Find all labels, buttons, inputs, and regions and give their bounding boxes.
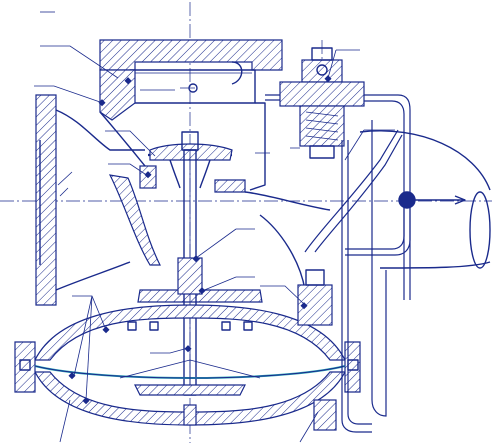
lower-fitting	[313, 399, 337, 431]
tube-diagonal-inner	[314, 134, 403, 253]
body-right-outlet-wall	[259, 214, 306, 291]
diaphragm-spokes	[119, 359, 261, 385]
leader-16	[59, 399, 71, 443]
leader-07	[201, 276, 255, 292]
outlet-probe	[359, 130, 491, 269]
inlet-upper-wall	[55, 109, 145, 151]
leader-17	[299, 411, 319, 443]
stem-bushing	[177, 257, 203, 295]
outlet-pipe-bottom-edge	[379, 261, 491, 269]
inlet-flange	[35, 94, 145, 306]
diaphragm-plate	[134, 384, 246, 396]
chamber-left-flange	[14, 341, 36, 393]
leader-12	[150, 347, 189, 354]
pilot-body	[279, 81, 365, 107]
inlet-lower-wall	[55, 261, 131, 291]
body-upper-right-wall	[249, 102, 266, 191]
probe-ball	[398, 191, 416, 209]
body-outlet-upper	[244, 191, 331, 211]
lower-bonnet-flange	[137, 289, 263, 303]
body-inner-upper	[99, 111, 151, 173]
leader-08	[260, 285, 306, 306]
inlet-flow-arrow	[57, 171, 73, 197]
flow-control-valve	[297, 269, 337, 431]
callout-leaders	[34, 11, 395, 443]
strainer-chamber	[129, 69, 256, 104]
callout-markers	[68, 75, 332, 405]
control-tubing	[265, 94, 411, 433]
disc-cap	[149, 143, 233, 161]
strainer-plug	[188, 83, 198, 93]
tube-vertical-right	[347, 140, 372, 425]
leader-02	[40, 45, 119, 79]
disc-guide-ribs	[169, 159, 211, 189]
inlet-flange-ring	[35, 94, 57, 306]
tube-diagonal	[304, 129, 399, 253]
chamber-right-flange	[344, 341, 361, 393]
outlet-pipe-top-edge	[359, 130, 491, 191]
body-left-partition	[108, 174, 161, 266]
pilot-gauge-port	[316, 64, 328, 76]
tube-pilot-outlet-inner	[345, 100, 405, 250]
tube-vertical-left	[341, 140, 372, 433]
valve-stem	[177, 149, 203, 396]
pilot-adjust-cap	[301, 59, 343, 83]
body-upper-left-wall	[99, 69, 136, 121]
pilot-adjust-screw	[311, 47, 333, 61]
leader-15	[344, 129, 365, 161]
pilot-spring	[305, 111, 339, 141]
tube-pilot-outlet	[345, 94, 411, 256]
leader-18	[255, 147, 300, 154]
outlet-pipe-section	[469, 191, 491, 269]
tube-return	[371, 120, 387, 417]
probe-arrow	[454, 195, 466, 205]
pilot-bottom-nut	[309, 145, 335, 159]
diaphragm-chamber	[14, 304, 361, 426]
seat-right-lip	[214, 179, 246, 193]
pilot-valve	[279, 47, 365, 159]
leader-04	[105, 130, 156, 157]
strainer-outlet-bend	[231, 61, 243, 85]
leader-03	[34, 85, 101, 103]
needle-valve-cap	[305, 269, 325, 286]
leader-11	[73, 295, 93, 377]
leader-06	[195, 228, 255, 259]
strainer-flow-arrow	[140, 87, 195, 91]
bottom-plug	[183, 404, 197, 426]
leader-10	[85, 295, 93, 401]
leader-05	[108, 163, 149, 177]
top-cover-body	[99, 39, 283, 71]
leader-13	[327, 49, 360, 79]
main-body	[99, 69, 331, 303]
tube-strainer-link	[265, 94, 280, 101]
